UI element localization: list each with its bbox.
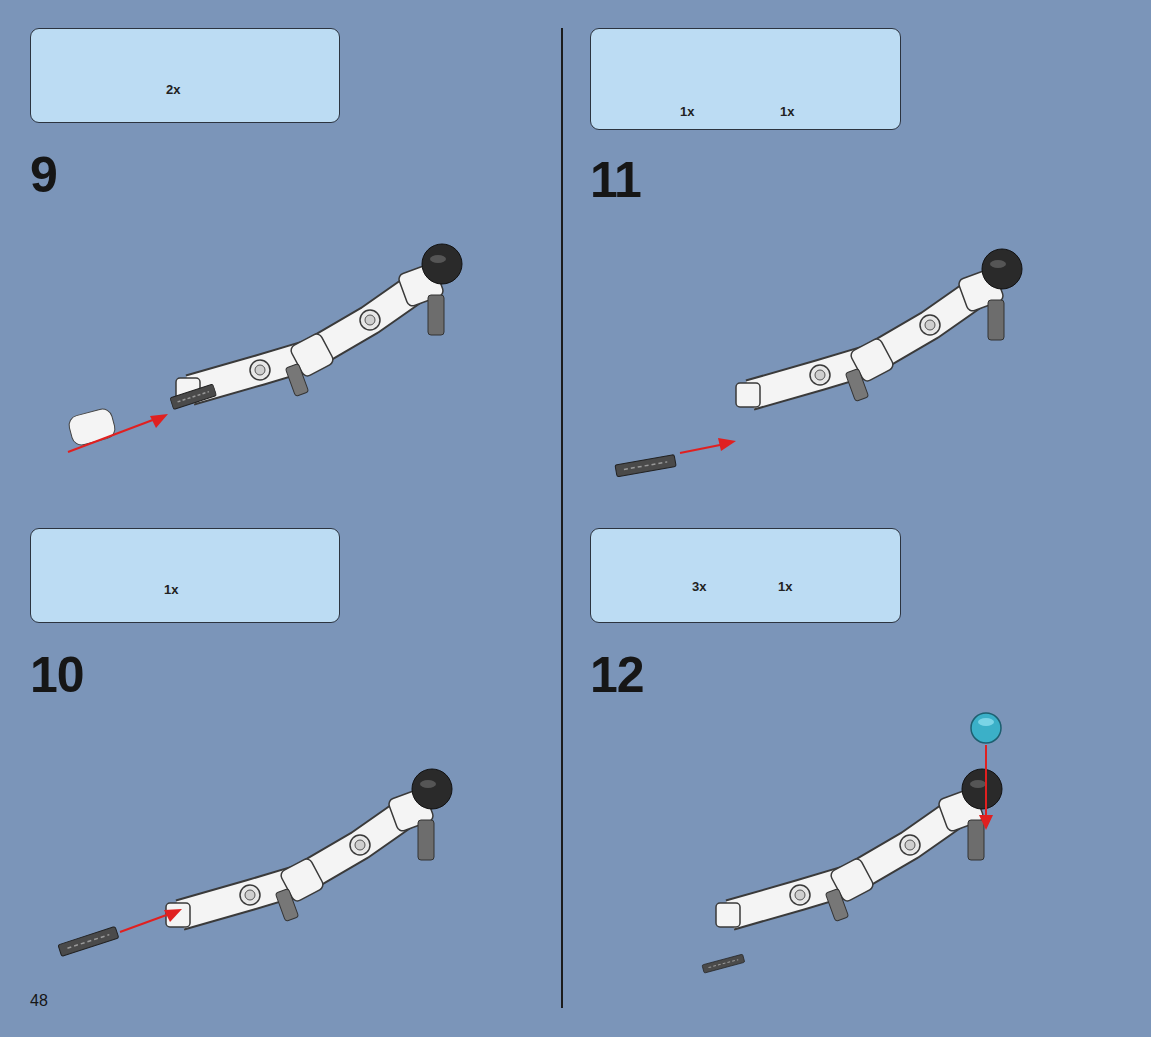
parts-callout: 1x 1x xyxy=(590,28,901,130)
step-number: 10 xyxy=(30,650,84,700)
step-number: 12 xyxy=(590,650,644,700)
part-quantity: 2x xyxy=(166,82,180,97)
part-quantity: 1x xyxy=(680,104,694,119)
parts-callout: 2x xyxy=(30,28,340,123)
step-number: 11 xyxy=(590,155,641,205)
step-number: 9 xyxy=(30,150,57,200)
parts-callout: 1x xyxy=(30,528,340,623)
parts-callout: 3x 1x xyxy=(590,528,901,623)
part-quantity: 3x xyxy=(692,579,706,594)
part-quantity: 1x xyxy=(778,579,792,594)
page-number: 48 xyxy=(30,993,48,1009)
part-quantity: 1x xyxy=(164,582,178,597)
part-quantity: 1x xyxy=(780,104,794,119)
